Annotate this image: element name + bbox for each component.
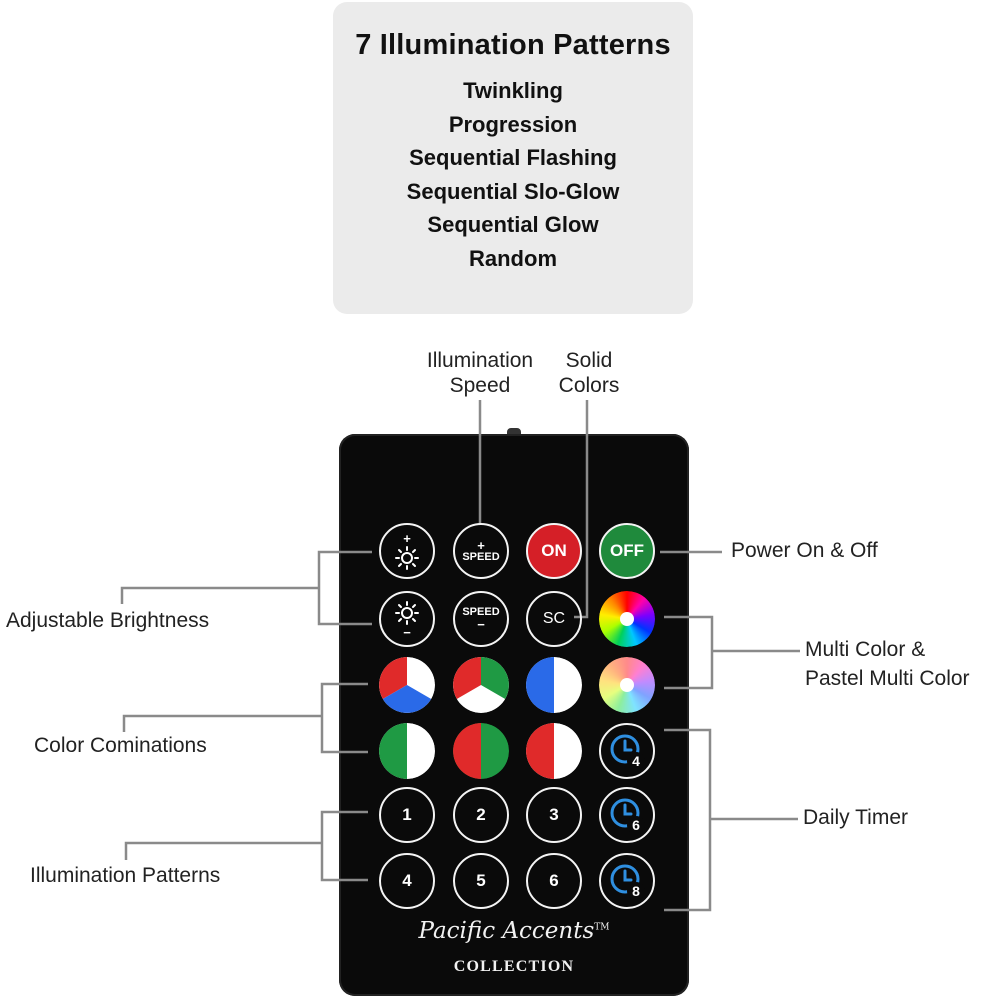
solid-color-button[interactable]: SC xyxy=(526,591,582,647)
pastel-multi-color-button[interactable] xyxy=(599,657,655,713)
timer-4h-button[interactable]: 4 xyxy=(599,723,655,779)
on-label: ON xyxy=(541,541,567,560)
sc-label: SC xyxy=(542,610,566,627)
sun-icon xyxy=(395,600,419,625)
combo-red-green-white-button[interactable] xyxy=(453,657,509,713)
pattern-2-button[interactable]: 2 xyxy=(453,787,509,843)
combo-blue-white-button[interactable] xyxy=(526,657,582,713)
daily-timer-label: Daily Timer xyxy=(803,806,909,829)
patterns-panel: 7 Illumination Patterns Twinkling Progre… xyxy=(333,2,693,314)
combo-red-blue-white-button[interactable] xyxy=(379,657,435,713)
pattern-number: 1 xyxy=(402,805,412,824)
minus-sign: − xyxy=(403,624,411,640)
label-line: Speed xyxy=(449,374,511,397)
brand-logo: Pacific AccentsTM xyxy=(339,918,689,944)
pattern-number: 3 xyxy=(549,805,559,824)
list-item: Sequential Slo-Glow xyxy=(406,178,620,204)
timer-6h-button[interactable]: 6 xyxy=(599,787,655,843)
color-wheel-icon xyxy=(599,591,655,647)
brightness-label: Adjustable Brightness xyxy=(6,609,210,632)
solid-colors-label: Solid Colors xyxy=(548,348,630,398)
brand-name: Pacific Accents xyxy=(418,918,595,944)
pattern-3-button[interactable]: 3 xyxy=(526,787,582,843)
pastel-wheel-icon xyxy=(599,657,655,713)
illumination-speed-label: Illumination Speed xyxy=(410,348,550,398)
combo-pie-icon xyxy=(526,723,582,779)
sun-icon xyxy=(395,545,419,570)
combo-green-white-button[interactable] xyxy=(379,723,435,779)
speed-label: SPEED xyxy=(462,551,500,563)
list-item: Twinkling xyxy=(463,78,563,103)
list-item: Progression xyxy=(448,111,578,137)
pattern-number: 6 xyxy=(549,871,559,890)
speed-label: SPEED xyxy=(462,606,500,618)
list-item: Sequential Glow xyxy=(427,212,599,238)
clock-icon: 6 xyxy=(610,798,645,834)
brand-collection: COLLECTION xyxy=(453,958,575,975)
clock-icon: 8 xyxy=(610,864,645,900)
panel-title: 7 Illumination Patterns xyxy=(355,29,671,61)
multi-color-label: Multi Color & Pastel Multi Color xyxy=(805,635,970,693)
clock-icon: 4 xyxy=(610,734,645,770)
combo-pie-icon xyxy=(526,657,582,713)
speed-down-button[interactable]: SPEED − xyxy=(453,591,509,647)
timer-8h-button[interactable]: 8 xyxy=(599,853,655,909)
plus-sign: + xyxy=(403,530,411,546)
combo-red-green-button[interactable] xyxy=(453,723,509,779)
on-button[interactable]: ON xyxy=(526,523,582,579)
speed-up-button[interactable]: + SPEED xyxy=(453,523,509,579)
multi-color-button[interactable] xyxy=(599,591,655,647)
pattern-6-button[interactable]: 6 xyxy=(526,853,582,909)
brightness-up-button[interactable]: + xyxy=(379,523,435,579)
timer-hours: 8 xyxy=(632,883,640,899)
brightness-down-button[interactable]: − xyxy=(379,591,435,647)
minus-sign: − xyxy=(477,617,485,632)
label-line: Colors xyxy=(558,374,620,397)
pattern-list: Twinkling Progression Sequential Flashin… xyxy=(333,74,693,276)
power-label: Power On & Off xyxy=(731,539,878,562)
combo-pie-icon xyxy=(379,657,435,713)
off-button[interactable]: OFF xyxy=(599,523,655,579)
combo-pie-icon xyxy=(379,723,435,779)
list-item: Sequential Flashing xyxy=(409,145,617,171)
pattern-1-button[interactable]: 1 xyxy=(379,787,435,843)
combo-red-white-button[interactable] xyxy=(526,723,582,779)
plus-sign: + xyxy=(477,538,485,553)
combo-pie-icon xyxy=(453,657,509,713)
pattern-4-button[interactable]: 4 xyxy=(379,853,435,909)
pattern-5-button[interactable]: 5 xyxy=(453,853,509,909)
label-line: Multi Color & xyxy=(805,638,926,661)
trademark: TM xyxy=(594,922,610,933)
label-line: Pastel Multi Color xyxy=(805,667,970,690)
illumination-patterns-label: Illumination Patterns xyxy=(30,864,221,887)
pattern-number: 2 xyxy=(476,805,486,824)
remote-notch xyxy=(507,428,521,436)
list-item: Random xyxy=(469,245,557,271)
off-label: OFF xyxy=(610,541,644,560)
color-combinations-label: Color Cominations xyxy=(34,734,207,757)
pattern-number: 5 xyxy=(476,871,486,890)
label-line: Illumination xyxy=(426,349,534,372)
pattern-number: 4 xyxy=(402,871,412,890)
timer-hours: 4 xyxy=(632,753,640,769)
timer-hours: 6 xyxy=(632,817,640,833)
label-line: Solid xyxy=(565,349,613,372)
combo-pie-icon xyxy=(453,723,509,779)
